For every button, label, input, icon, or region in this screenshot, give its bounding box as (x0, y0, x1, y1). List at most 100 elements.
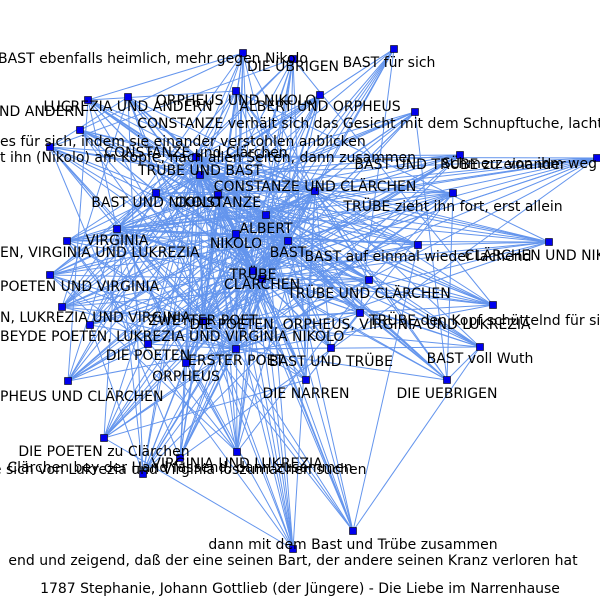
graph-edge (116, 228, 144, 475)
graph-node[interactable] (390, 45, 398, 53)
graph-edge (185, 362, 238, 453)
graph-edge (287, 240, 354, 532)
graph-edge (66, 228, 118, 242)
graph-node[interactable] (456, 151, 464, 159)
graph-node[interactable] (302, 376, 310, 384)
graph-node[interactable] (311, 187, 319, 195)
graph-edge (79, 52, 244, 131)
graph-edge (89, 190, 316, 326)
graph-edge (217, 194, 354, 532)
node-label: TRÜBE (229, 265, 277, 283)
graph-edge (103, 278, 263, 439)
node-label: CLÄRCHEN UND NIKOLO (465, 246, 600, 264)
node-label: POETEN UND VIRGINIA (0, 279, 160, 295)
graph-edge (67, 156, 197, 382)
node-label: DIE NARREN (262, 386, 349, 402)
graph-node[interactable] (284, 237, 292, 245)
graph-node[interactable] (63, 237, 71, 245)
graph-node[interactable] (443, 376, 451, 384)
graph-edge (195, 94, 321, 158)
graph-node[interactable] (76, 126, 84, 134)
graph-edge (446, 192, 454, 381)
graph-edge (49, 156, 197, 276)
graph-edge (414, 111, 448, 381)
graph-node[interactable] (64, 377, 72, 385)
graph-node[interactable] (258, 275, 266, 283)
graph-edge (195, 156, 598, 159)
graph-edge (155, 192, 263, 280)
graph-edge (179, 214, 267, 459)
graph-node[interactable] (176, 454, 184, 462)
graph-edge (235, 241, 550, 350)
graph-node[interactable] (316, 91, 324, 99)
graph-edge (49, 146, 332, 349)
graph-node[interactable] (262, 211, 270, 219)
graph-node[interactable] (182, 359, 190, 367)
graph-node[interactable] (139, 470, 147, 478)
graph-node[interactable] (58, 303, 66, 311)
graph-edge (142, 348, 237, 475)
graph-edge (87, 99, 118, 230)
graph-edge (116, 228, 149, 345)
graph-node[interactable] (232, 87, 240, 95)
graph-edge (235, 94, 321, 235)
graph-node[interactable] (489, 301, 497, 309)
graph-node[interactable] (449, 189, 457, 197)
graph-edge (87, 90, 237, 101)
graph-node[interactable] (593, 154, 600, 162)
node-label: DIE UEBRIGEN (397, 386, 498, 402)
graph-node[interactable] (196, 171, 204, 179)
graph-node[interactable] (365, 276, 373, 284)
graph-node[interactable] (86, 321, 94, 329)
graph-node[interactable] (144, 340, 152, 348)
graph-node[interactable] (349, 527, 357, 535)
node-label: CLÄRCHEN (224, 275, 300, 293)
graph-node[interactable] (327, 344, 335, 352)
graph-edge (61, 96, 129, 308)
node-label: N, LUKREZIA UND VIRGINIA (0, 310, 191, 326)
graph-edge (235, 233, 238, 453)
graph-node[interactable] (124, 93, 132, 101)
node-label: dann mit dem Bast und Trübe zusammen (208, 537, 497, 553)
graph-edge (314, 190, 481, 348)
graph-node[interactable] (232, 345, 240, 353)
graph-edge (265, 48, 395, 216)
graph-node[interactable] (289, 545, 297, 553)
graph-edge (127, 96, 263, 280)
graph-node[interactable] (414, 241, 422, 249)
graph-edge (103, 192, 454, 439)
graph-edge (147, 270, 254, 345)
graph-node[interactable] (46, 143, 54, 151)
graph-node[interactable] (152, 189, 160, 197)
node-label: NIKOLO (210, 236, 262, 252)
graph-edge (142, 174, 201, 475)
graph-node[interactable] (233, 448, 241, 456)
graph-node[interactable] (239, 49, 247, 57)
graph-node[interactable] (214, 191, 222, 199)
graph-edge (195, 156, 370, 281)
graph-node[interactable] (289, 55, 297, 63)
graph-node[interactable] (100, 434, 108, 442)
graph-node[interactable] (411, 108, 419, 116)
graph-edge (61, 194, 219, 308)
graph-node[interactable] (476, 343, 484, 351)
graph-node[interactable] (249, 267, 257, 275)
graph-edge (67, 174, 201, 382)
graph-edge (79, 129, 197, 158)
graph-edge (217, 111, 416, 196)
graph-edge (252, 270, 294, 550)
graph-node[interactable] (46, 271, 54, 279)
graph-node[interactable] (199, 317, 207, 325)
graph-node[interactable] (192, 153, 200, 161)
graph-edge (103, 156, 197, 439)
graph-node[interactable] (545, 238, 553, 246)
graph-edge (261, 278, 307, 381)
graph-node[interactable] (232, 230, 240, 238)
graph-edge (199, 174, 238, 453)
graph-edge (199, 174, 448, 381)
node-label: ERSTER POET (188, 353, 284, 369)
graph-node[interactable] (356, 309, 364, 317)
graph-node[interactable] (113, 225, 121, 233)
graph-node[interactable] (84, 96, 92, 104)
